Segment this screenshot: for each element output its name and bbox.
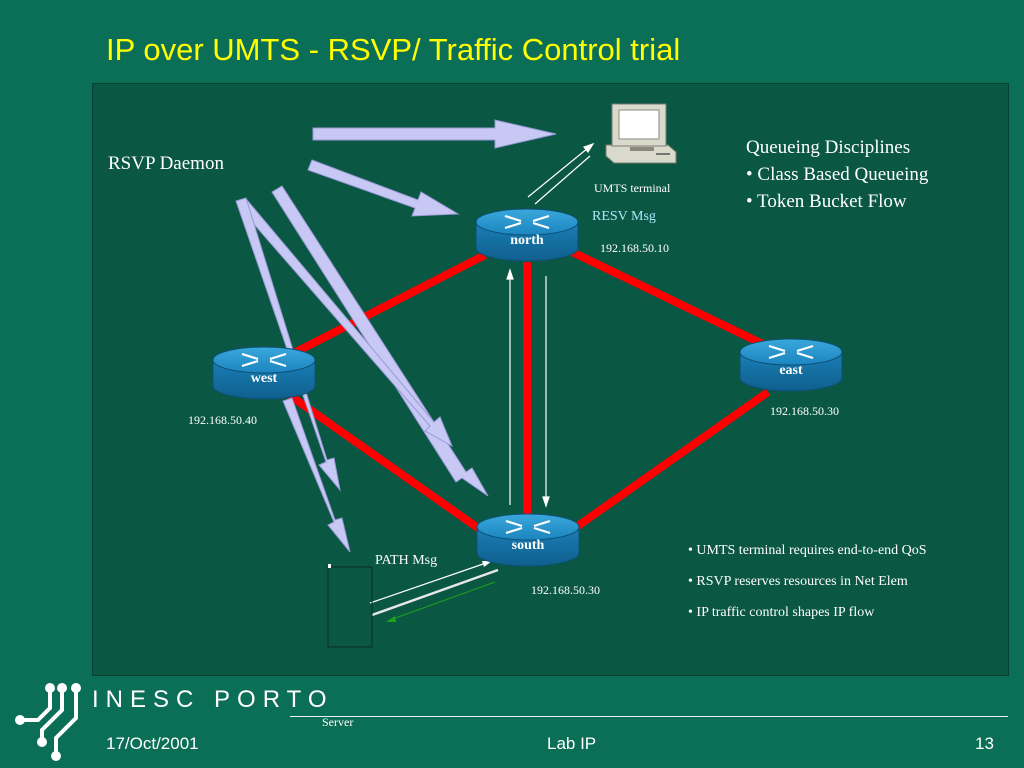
inesc-logo-icon: [15, 683, 81, 761]
arrow-to-north: [307, 159, 460, 217]
router-arrows-icon: [241, 352, 287, 368]
rsvp-daemon-arrows: [235, 119, 557, 553]
routers: north west east south: [212, 208, 843, 567]
arrow-to-south: [271, 185, 489, 497]
rsvp-daemon-label: RSVP Daemon: [108, 153, 224, 174]
router-east: east: [739, 338, 843, 392]
footer-center: Lab IP: [547, 734, 597, 753]
router-label: north: [510, 233, 544, 248]
north-ip-label: 192.168.50.10: [600, 241, 669, 255]
router-label: west: [251, 371, 278, 386]
arrow-to-server-c: [282, 397, 351, 553]
server-label: Server: [322, 715, 354, 729]
bullet-item: • IP traffic control shapes IP flow: [688, 605, 875, 620]
brand-name: INESC PORTO: [92, 686, 334, 713]
computer-icon: [605, 103, 677, 164]
server-icon: [327, 564, 373, 648]
queueing-item: • Token Bucket Flow: [746, 191, 907, 212]
link-north-west: [288, 251, 487, 359]
server-link-arrows: [369, 561, 499, 622]
arrow-to-server-b: [235, 197, 341, 492]
router-label: east: [779, 363, 803, 378]
bullet-item: • UMTS terminal requires end-to-end QoS: [688, 543, 927, 558]
router-label: south: [512, 538, 545, 553]
router-west: west: [212, 346, 316, 400]
resv-msg-label: RESV Msg: [592, 209, 656, 224]
bullet-list: • UMTS terminal requires end-to-end QoS …: [688, 535, 927, 628]
queueing-disciplines: Queueing Disciplines • Class Based Queue…: [746, 134, 928, 215]
footer-date: 17/Oct/2001: [106, 734, 199, 753]
link-north-east: [566, 246, 777, 354]
router-south: south: [476, 513, 580, 567]
router-north: north: [475, 208, 579, 262]
router-arrows-icon: [768, 344, 814, 360]
queueing-item: • Class Based Queueing: [746, 164, 929, 185]
queueing-heading: Queueing Disciplines: [746, 137, 911, 158]
resv-path-arrows: [506, 268, 550, 508]
arrow-to-terminal: [312, 119, 557, 149]
link-west-south: [282, 388, 498, 544]
bullet-item: • RSVP reserves resources in Net Elem: [688, 574, 908, 589]
footer-divider: [290, 716, 1008, 717]
slide-title: IP over UMTS - RSVP/ Traffic Control tri…: [106, 32, 681, 67]
router-arrows-icon: [504, 214, 550, 230]
link-east-south: [562, 388, 771, 539]
east-ip-label: 192.168.50.30: [770, 404, 839, 418]
path-msg-label: PATH Msg: [375, 553, 438, 568]
umts-terminal-label: UMTS terminal: [594, 181, 671, 195]
south-ip-label: 192.168.50.30: [531, 583, 600, 597]
arrow-to-server-a: [238, 199, 454, 448]
west-ip-label: 192.168.50.40: [188, 413, 257, 427]
page-number: 13: [975, 734, 994, 753]
terminal-link-arrows: [527, 142, 595, 205]
router-arrows-icon: [505, 519, 551, 535]
network-links: [282, 246, 777, 544]
